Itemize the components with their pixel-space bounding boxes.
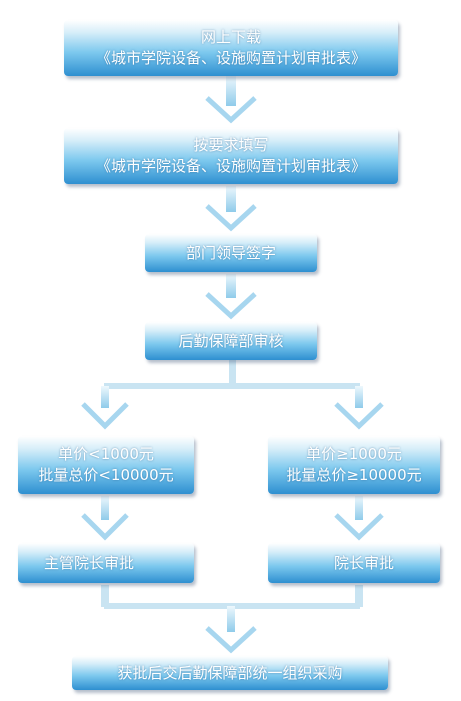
step-fill-form: 按要求填写 《城市学院设备、设施购置计划审批表》 [64, 128, 398, 184]
arrow-3 [205, 274, 257, 320]
step-logistics-review: 后勤保障部审核 [145, 322, 317, 360]
branch-left-line1: 单价<1000元 [58, 445, 154, 463]
branch-over-threshold: 单价≥1000元 批量总价≥10000元 [268, 436, 440, 494]
arrow-right-branch [334, 496, 384, 541]
step-download-line2: 《城市学院设备、设施购置计划审批表》 [95, 49, 366, 67]
approval-vice-president: 主管院长审批 [18, 543, 194, 583]
branch-under-threshold: 单价<1000元 批量总价<10000元 [18, 436, 194, 494]
arrow-1 [205, 76, 257, 124]
step-centralized-purchase: 获批后交后勤保障部统一组织采购 [72, 656, 388, 690]
approval-right-label: 院长审批 [333, 553, 394, 572]
branch-right-line2: 批量总价≥10000元 [286, 466, 422, 484]
step-review-label: 后勤保障部审核 [178, 331, 284, 350]
step-fill-line1: 按要求填写 [193, 136, 269, 154]
approval-left-label: 主管院长审批 [44, 553, 135, 572]
approval-president: 院长审批 [268, 543, 440, 583]
step-fill-line2: 《城市学院设备、设施购置计划审批表》 [95, 157, 366, 175]
final-step-label: 获批后交后勤保障部统一组织采购 [117, 663, 343, 682]
branch-right-line1: 单价≥1000元 [306, 445, 402, 463]
step-department-signature: 部门领导签字 [145, 234, 317, 272]
arrow-left-branch [81, 496, 129, 541]
arrow-2 [205, 186, 257, 232]
step-download-line1: 网上下载 [200, 28, 261, 46]
split-connector [81, 360, 384, 430]
step-download-form: 网上下载 《城市学院设备、设施购置计划审批表》 [64, 20, 398, 76]
step-signature-label: 部门领导签字 [185, 243, 276, 262]
merge-connector [101, 585, 363, 654]
branch-left-line2: 批量总价<10000元 [38, 466, 174, 484]
